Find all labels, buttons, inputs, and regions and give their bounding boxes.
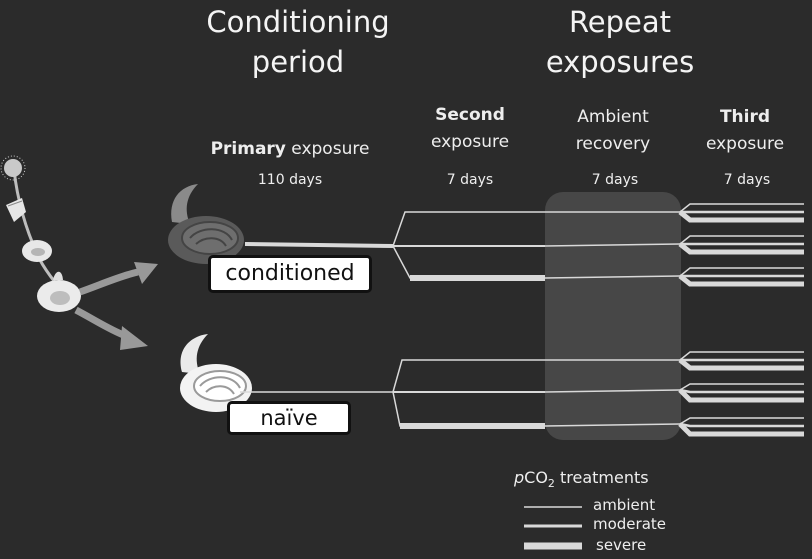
- legend-swatches: [524, 506, 582, 550]
- legend-title-italic: p: [514, 468, 525, 487]
- repeat-exposures-header: Repeat exposures: [530, 2, 710, 82]
- legend-moderate-label: moderate: [593, 515, 667, 533]
- third-rest: exposure: [705, 134, 785, 154]
- legend-severe-label: severe: [596, 536, 647, 554]
- conditioning-line1: Conditioning: [206, 5, 390, 39]
- ambient-recovery-header: Ambient recovery: [560, 104, 666, 158]
- legend-title-main: CO: [524, 468, 548, 487]
- primary-exposure-header: Primary exposure: [200, 136, 380, 163]
- second-rest: exposure: [430, 132, 510, 152]
- conditioning-line2: period: [251, 45, 345, 79]
- primary-days: 110 days: [257, 172, 323, 188]
- second-bold: Second: [435, 105, 505, 125]
- primary-bold: Primary: [210, 139, 286, 159]
- ambient-line2: recovery: [575, 134, 651, 154]
- repeat-line1: Repeat: [568, 5, 672, 39]
- second-exposure-header: Second exposure: [420, 102, 520, 156]
- arrow-to-conditioned: [78, 268, 139, 296]
- repeat-line2: exposures: [545, 45, 695, 79]
- third-exposure-header: Third exposure: [695, 104, 795, 158]
- larva-spiky-icon: [0, 155, 26, 181]
- juvenile-shell-icon: [22, 240, 52, 262]
- legend-title-sub: 2: [547, 477, 555, 491]
- veliger-icon: [6, 198, 26, 222]
- legend-ambient-label: ambient: [593, 496, 656, 514]
- conditioned-treatment-lines: [244, 203, 804, 287]
- third-bold: Third: [719, 107, 771, 127]
- primary-rest: exposure: [285, 139, 370, 159]
- adult-shell-icon: [37, 271, 81, 312]
- legend-title: pCO2 treatments: [514, 468, 649, 490]
- naive-abalone-icon: [180, 334, 252, 412]
- ambient-days: 7 days: [591, 172, 639, 188]
- conditioned-label: conditioned: [208, 255, 372, 293]
- ambient-line1: Ambient: [577, 107, 649, 127]
- conditioning-period-header: Conditioning period: [200, 2, 396, 82]
- naive-treatment-lines: [240, 351, 804, 437]
- third-days: 7 days: [723, 172, 771, 188]
- ambient-recovery-band: [545, 192, 681, 440]
- conditioned-abalone-icon: [168, 184, 244, 264]
- naive-label: naïve: [227, 401, 351, 435]
- second-days: 7 days: [446, 172, 494, 188]
- legend-title-rest: treatments: [554, 468, 649, 487]
- life-cycle-illustration: [0, 155, 158, 350]
- arrow-to-naive: [74, 306, 128, 340]
